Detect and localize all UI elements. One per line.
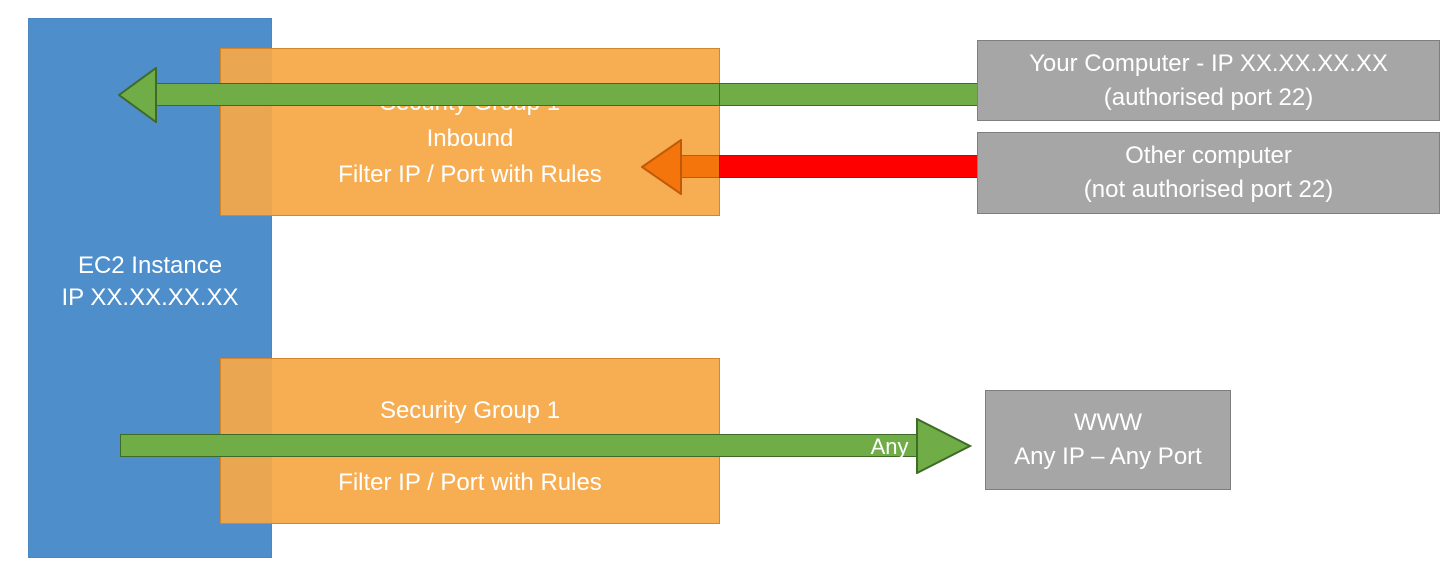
your-computer-line1: Your Computer - IP XX.XX.XX.XX <box>1029 49 1388 77</box>
allowed-inbound-arrow-shaft <box>155 83 721 106</box>
ec2-line1: EC2 Instance <box>77 252 223 279</box>
outbound-arrowhead <box>916 418 972 474</box>
ec2-instance-label: EC2 Instance IP XX.XX.XX.XX <box>28 250 272 314</box>
other-computer-line2: (not authorised port 22) <box>1083 176 1334 203</box>
www-line1: WWW <box>1074 409 1142 436</box>
blocked-inbound-arrow-shaft <box>680 155 722 178</box>
ec2-line2: IP XX.XX.XX.XX <box>61 284 239 311</box>
other-computer-box: Other computer (not authorised port 22) <box>977 132 1440 214</box>
other-computer-line1: Other computer <box>1125 142 1292 169</box>
blocked-port22-bar <box>719 155 978 178</box>
sg-outbound-line1: Security Group 1 <box>379 397 561 424</box>
www-box: WWW Any IP – Any Port <box>985 390 1231 490</box>
allowed-port22-bar <box>719 83 978 106</box>
www-line2: Any IP – Any Port <box>1014 443 1202 470</box>
allowed-inbound-arrowhead <box>118 67 157 123</box>
blocked-inbound-arrowhead <box>641 139 682 195</box>
sg-outbound-line3: Filter IP / Port with Rules <box>338 469 602 496</box>
your-computer-box: Your Computer - IP XX.XX.XX.XX (authoris… <box>977 40 1440 121</box>
your-computer-line2: (authorised port 22) <box>1103 83 1314 111</box>
